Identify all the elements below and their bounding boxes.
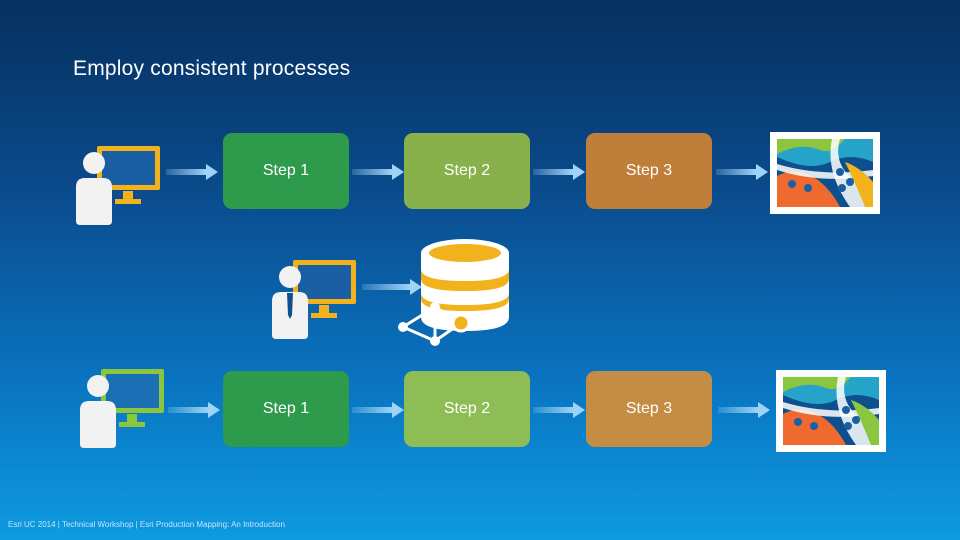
step-label: Step 1 [262,400,310,417]
footer-text: Esri UC 2014 | Technical Workshop | Esri… [8,520,285,529]
process-arrow-icon [533,402,585,418]
map-output-icon [770,132,880,214]
process-arrow-icon [166,164,218,180]
process-arrow-icon [362,279,422,295]
process-arrow-icon [352,164,404,180]
step-1-box: Step 1 [223,371,349,447]
step-label: Step 2 [443,400,491,417]
process-arrow-icon [352,402,404,418]
process-arrow-icon [718,402,770,418]
step-3-box: Step 3 [586,133,712,209]
user-at-computer-icon [72,143,168,229]
process-arrow-icon [716,164,768,180]
user-at-computer-icon [268,257,364,343]
step-label: Step 3 [625,400,673,417]
process-arrow-icon [168,402,220,418]
map-output-icon [776,370,886,452]
database-icon [395,235,515,347]
step-2-box: Step 2 [404,133,530,209]
step-label: Step 1 [262,162,310,179]
step-2-box: Step 2 [404,371,530,447]
slide-title: Employ consistent processes [73,57,351,80]
step-1-box: Step 1 [223,133,349,209]
step-label: Step 3 [625,162,673,179]
step-3-box: Step 3 [586,371,712,447]
process-arrow-icon [533,164,585,180]
step-label: Step 2 [443,162,491,179]
user-at-computer-icon [76,366,172,452]
